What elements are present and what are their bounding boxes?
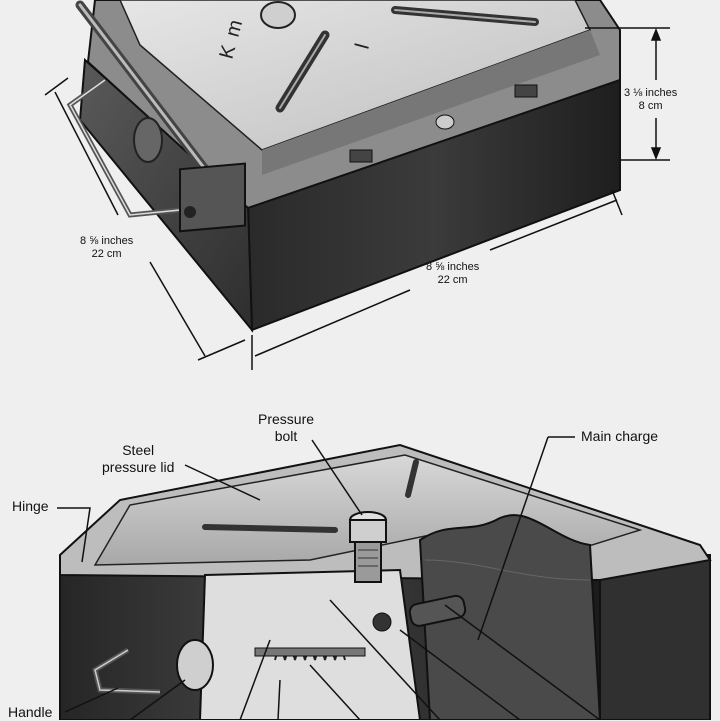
steel-lid-line-1: Steel bbox=[122, 442, 155, 458]
handle-label: Handle bbox=[8, 704, 53, 720]
lid-mark-1: K bbox=[216, 42, 241, 61]
side-clip-1 bbox=[349, 149, 373, 163]
height-imperial: 3 ⅛ inches bbox=[624, 87, 678, 99]
height-dimension-label: 3 ⅛ inches 8 cm bbox=[624, 87, 677, 113]
pressure-bolt-line-1: Pressure bbox=[258, 411, 315, 427]
side-plug bbox=[133, 117, 163, 163]
left-metric: 22 cm bbox=[91, 248, 122, 260]
front-dimension bbox=[251, 189, 623, 370]
lid-mark-3: l bbox=[352, 41, 374, 51]
mechanism-cutaway bbox=[198, 568, 422, 720]
steel-pressure-lid-label: Steel pressure lid bbox=[102, 442, 174, 476]
closed-mine bbox=[66, 0, 621, 333]
left-imperial: 8 ⅝ inches bbox=[80, 235, 134, 247]
height-dimension bbox=[585, 27, 670, 161]
hinge-label: Hinge bbox=[12, 498, 49, 514]
pressure-bolt-line-2: bolt bbox=[274, 428, 298, 444]
pressure-bolt-label: Pressure bolt bbox=[258, 411, 314, 445]
steel-lid-line-2: pressure lid bbox=[102, 459, 175, 475]
striker-rod bbox=[254, 647, 366, 657]
lid-mark-2: m bbox=[222, 17, 248, 39]
cut-lid-rib-2 bbox=[405, 459, 419, 498]
lid-markings: K m l bbox=[216, 17, 374, 61]
side-knob bbox=[435, 114, 455, 130]
front-metric: 22 cm bbox=[437, 274, 468, 286]
top-bolt-cap bbox=[260, 1, 296, 29]
box-right-side bbox=[588, 554, 711, 720]
side-cap bbox=[176, 639, 214, 691]
hinge-bracket bbox=[179, 162, 246, 233]
height-metric: 8 cm bbox=[638, 100, 663, 112]
front-dimension-label: 8 ⅝ inches 22 cm bbox=[426, 261, 479, 287]
main-charge-cavity bbox=[418, 514, 602, 720]
detonator bbox=[408, 594, 467, 627]
leader-lines bbox=[57, 436, 601, 720]
lid-bevel bbox=[262, 30, 600, 175]
cut-lid-rib bbox=[202, 524, 338, 533]
front-imperial: 8 ⅝ inches bbox=[426, 261, 480, 273]
main-charge-label: Main charge bbox=[581, 428, 659, 444]
left-dimension-label: 8 ⅝ inches 22 cm bbox=[80, 235, 133, 261]
pressure-bolt bbox=[349, 511, 387, 583]
side-clip-2 bbox=[514, 84, 538, 98]
cutaway-mine bbox=[59, 443, 712, 720]
left-dimension bbox=[44, 77, 246, 361]
